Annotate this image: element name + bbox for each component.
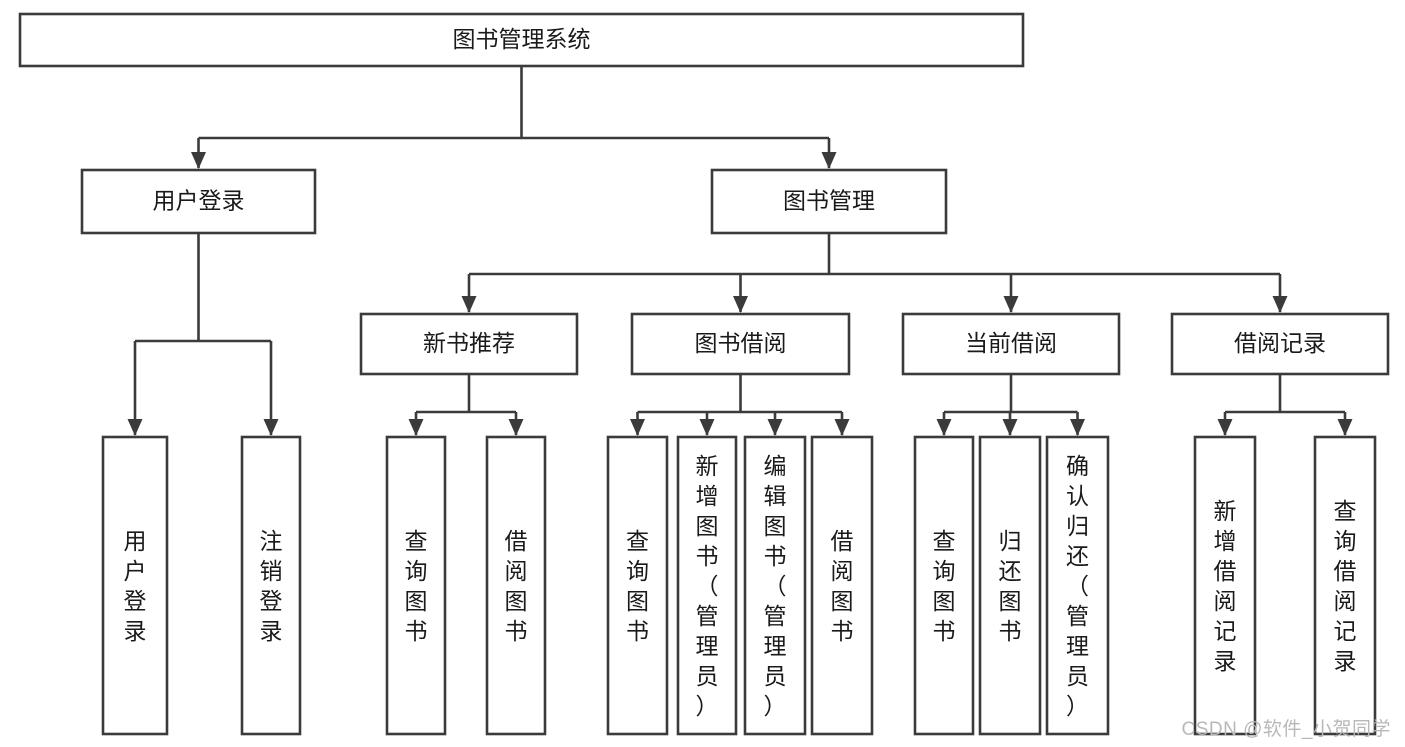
arrowhead-icon	[191, 152, 206, 169]
node-leaf-logout-login[interactable]: 注销登录	[240, 435, 302, 736]
arrowhead-icon	[508, 419, 524, 436]
node-leaf-borrow-book-2-box[interactable]	[810, 435, 874, 736]
node-borrow-record-label: 借阅记录	[1234, 330, 1326, 356]
node-leaf-query-book-2-box[interactable]	[606, 435, 669, 736]
arrowhead-icon	[733, 296, 748, 313]
arrowhead-icon	[767, 419, 783, 436]
arrowhead-icon	[630, 419, 645, 436]
node-leaf-edit-book[interactable]: 编辑图书（管理员）	[743, 435, 807, 736]
node-leaf-add-record-label: 新增借阅记录	[1214, 498, 1237, 674]
arrowhead-icon	[821, 152, 837, 169]
node-user-login-box[interactable]	[80, 168, 317, 235]
arrowhead-icon	[1003, 296, 1019, 313]
node-leaf-borrow-book-1-box[interactable]	[485, 435, 547, 736]
node-leaf-add-book-label: 新增图书（管理员）	[696, 453, 719, 719]
arrowhead-icon	[263, 419, 279, 436]
node-leaf-query-book-2[interactable]: 查询图书	[606, 435, 669, 736]
arrowhead-icon	[1070, 419, 1085, 436]
node-leaf-query-book-1[interactable]: 查询图书	[385, 435, 447, 736]
arrowhead-icon	[936, 419, 952, 436]
node-leaf-logout-login-label: 注销登录	[260, 528, 283, 644]
node-new-book-recommend-box[interactable]	[359, 312, 579, 376]
node-borrow-record-box[interactable]	[1170, 312, 1390, 376]
node-leaf-add-record[interactable]: 新增借阅记录	[1193, 435, 1257, 736]
node-leaf-return-book-label: 归还图书	[999, 528, 1022, 644]
arrowhead-icon	[1337, 419, 1353, 436]
node-leaf-user-login[interactable]: 用户登录	[101, 435, 169, 736]
node-book-borrow[interactable]: 图书借阅	[630, 312, 851, 376]
node-leaf-edit-book-label: 编辑图书（管理员）	[764, 453, 787, 719]
node-leaf-query-record-box[interactable]	[1313, 435, 1377, 736]
node-leaf-logout-login-box[interactable]	[240, 435, 302, 736]
arrowhead-icon	[408, 419, 424, 436]
node-leaf-confirm-return-label: 确认归还（管理员）	[1066, 453, 1089, 719]
arrowhead-icon	[461, 296, 477, 313]
node-user-login-label: 用户登录	[153, 188, 245, 214]
node-leaf-query-book-3-box[interactable]	[913, 435, 975, 736]
node-book-borrow-label: 图书借阅	[695, 330, 787, 356]
node-current-borrow-label: 当前借阅	[965, 330, 1057, 356]
node-leaf-return-book-box[interactable]	[978, 435, 1042, 736]
node-book-manage-box[interactable]	[710, 168, 948, 235]
arrowhead-icon	[127, 419, 143, 436]
node-leaf-user-login-box[interactable]	[101, 435, 169, 736]
node-leaf-user-login-label: 用户登录	[124, 528, 147, 644]
arrowhead-icon	[1002, 419, 1018, 436]
node-leaf-borrow-book-1[interactable]: 借阅图书	[485, 435, 547, 736]
node-leaf-edit-book-box[interactable]	[743, 435, 807, 736]
node-new-book-recommend-label: 新书推荐	[423, 330, 515, 356]
node-leaf-borrow-book-2-label: 借阅图书	[831, 528, 854, 644]
node-leaf-query-book-2-label: 查询图书	[626, 528, 649, 644]
node-leaf-query-record-label: 查询借阅记录	[1334, 498, 1357, 674]
arrowhead-icon	[699, 419, 715, 436]
node-leaf-borrow-book-2[interactable]: 借阅图书	[810, 435, 874, 736]
node-root-box[interactable]	[18, 12, 1025, 68]
node-leaf-query-book-3[interactable]: 查询图书	[913, 435, 975, 736]
node-book-borrow-box[interactable]	[630, 312, 851, 376]
node-new-book-recommend[interactable]: 新书推荐	[359, 312, 579, 376]
node-leaf-query-book-1-label: 查询图书	[405, 528, 428, 644]
node-leaf-borrow-book-1-label: 借阅图书	[505, 528, 528, 644]
node-leaf-query-record[interactable]: 查询借阅记录	[1313, 435, 1377, 736]
node-leaf-query-book-3-label: 查询图书	[933, 528, 956, 644]
node-leaf-confirm-return[interactable]: 确认归还（管理员）	[1045, 435, 1110, 736]
node-user-login[interactable]: 用户登录	[80, 168, 317, 235]
node-leaf-confirm-return-box[interactable]	[1045, 435, 1110, 736]
node-leaf-query-book-1-box[interactable]	[385, 435, 447, 736]
node-book-manage[interactable]: 图书管理	[710, 168, 948, 235]
node-current-borrow[interactable]: 当前借阅	[901, 312, 1121, 376]
arrowhead-icon	[1272, 296, 1288, 313]
node-leaf-add-record-box[interactable]	[1193, 435, 1257, 736]
arrowhead-icon	[834, 419, 850, 436]
node-leaf-add-book-box[interactable]	[676, 435, 738, 736]
node-root-label: 图书管理系统	[453, 26, 591, 52]
node-current-borrow-box[interactable]	[901, 312, 1121, 376]
node-book-manage-label: 图书管理	[783, 188, 875, 214]
node-root[interactable]: 图书管理系统	[18, 12, 1025, 68]
node-leaf-return-book[interactable]: 归还图书	[978, 435, 1042, 736]
node-borrow-record[interactable]: 借阅记录	[1170, 312, 1390, 376]
arrowhead-icon	[1217, 419, 1233, 436]
node-leaf-add-book[interactable]: 新增图书（管理员）	[676, 435, 738, 736]
